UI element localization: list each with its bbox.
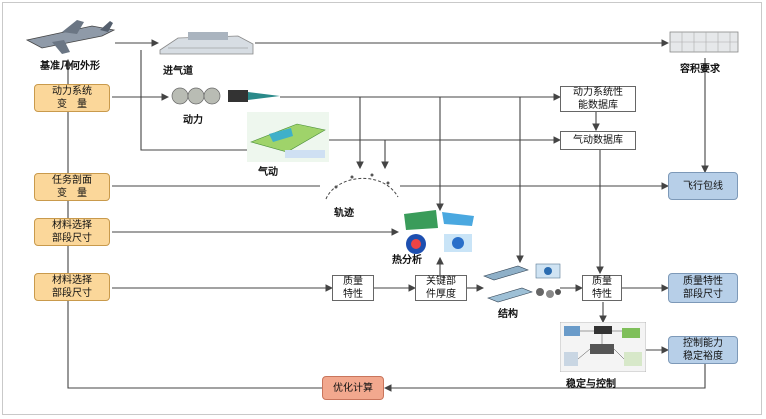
- thermal-analysis-image: [404, 210, 474, 254]
- mass-segment-size-box: 质量特性 部段尺寸: [668, 273, 738, 303]
- inlet-image: [159, 32, 254, 55]
- material-selection-box-1: 材料选择 部段尺寸: [34, 218, 110, 246]
- inlet-label: 进气道: [163, 66, 193, 77]
- diagram-frame: [2, 2, 762, 415]
- baseline-shape-label: 基准几何外形: [40, 61, 100, 72]
- material-selection-box-2: 材料选择 部段尺寸: [34, 273, 110, 301]
- power-system-variables-box: 动力系统 变 量: [34, 84, 110, 112]
- mass-property-box-2: 质量 特性: [582, 275, 622, 301]
- trajectory-image: [325, 173, 399, 200]
- volume-requirement-label: 容积要求: [680, 64, 720, 75]
- power-system-database-box: 动力系统性 能数据库: [560, 86, 636, 112]
- optimization-box: 优化计算: [322, 376, 384, 400]
- flight-envelope-box: 飞行包线: [668, 172, 738, 200]
- aero-label: 气动: [258, 167, 278, 178]
- structure-label: 结构: [498, 309, 518, 320]
- stability-control-image: [560, 322, 646, 372]
- mass-property-box: 质量 特性: [332, 275, 374, 301]
- stability-control-label: 稳定与控制: [566, 379, 616, 390]
- control-stability-margin-box: 控制能力 稳定裕度: [668, 336, 738, 364]
- aero-database-box: 气动数据库: [560, 131, 636, 150]
- mission-profile-variables-box: 任务剖面 变 量: [34, 173, 110, 201]
- thermal-analysis-label: 热分析: [392, 255, 422, 266]
- power-engine-image: [171, 87, 280, 105]
- structure-image: [483, 263, 561, 303]
- power-label: 动力: [183, 115, 203, 126]
- volume-tank-image: [669, 31, 739, 53]
- aero-cfd-image: [247, 112, 329, 162]
- key-component-thickness-box: 关键部 件厚度: [415, 275, 467, 301]
- trajectory-label: 轨迹: [334, 208, 354, 219]
- baseline-aircraft-image: [25, 20, 116, 54]
